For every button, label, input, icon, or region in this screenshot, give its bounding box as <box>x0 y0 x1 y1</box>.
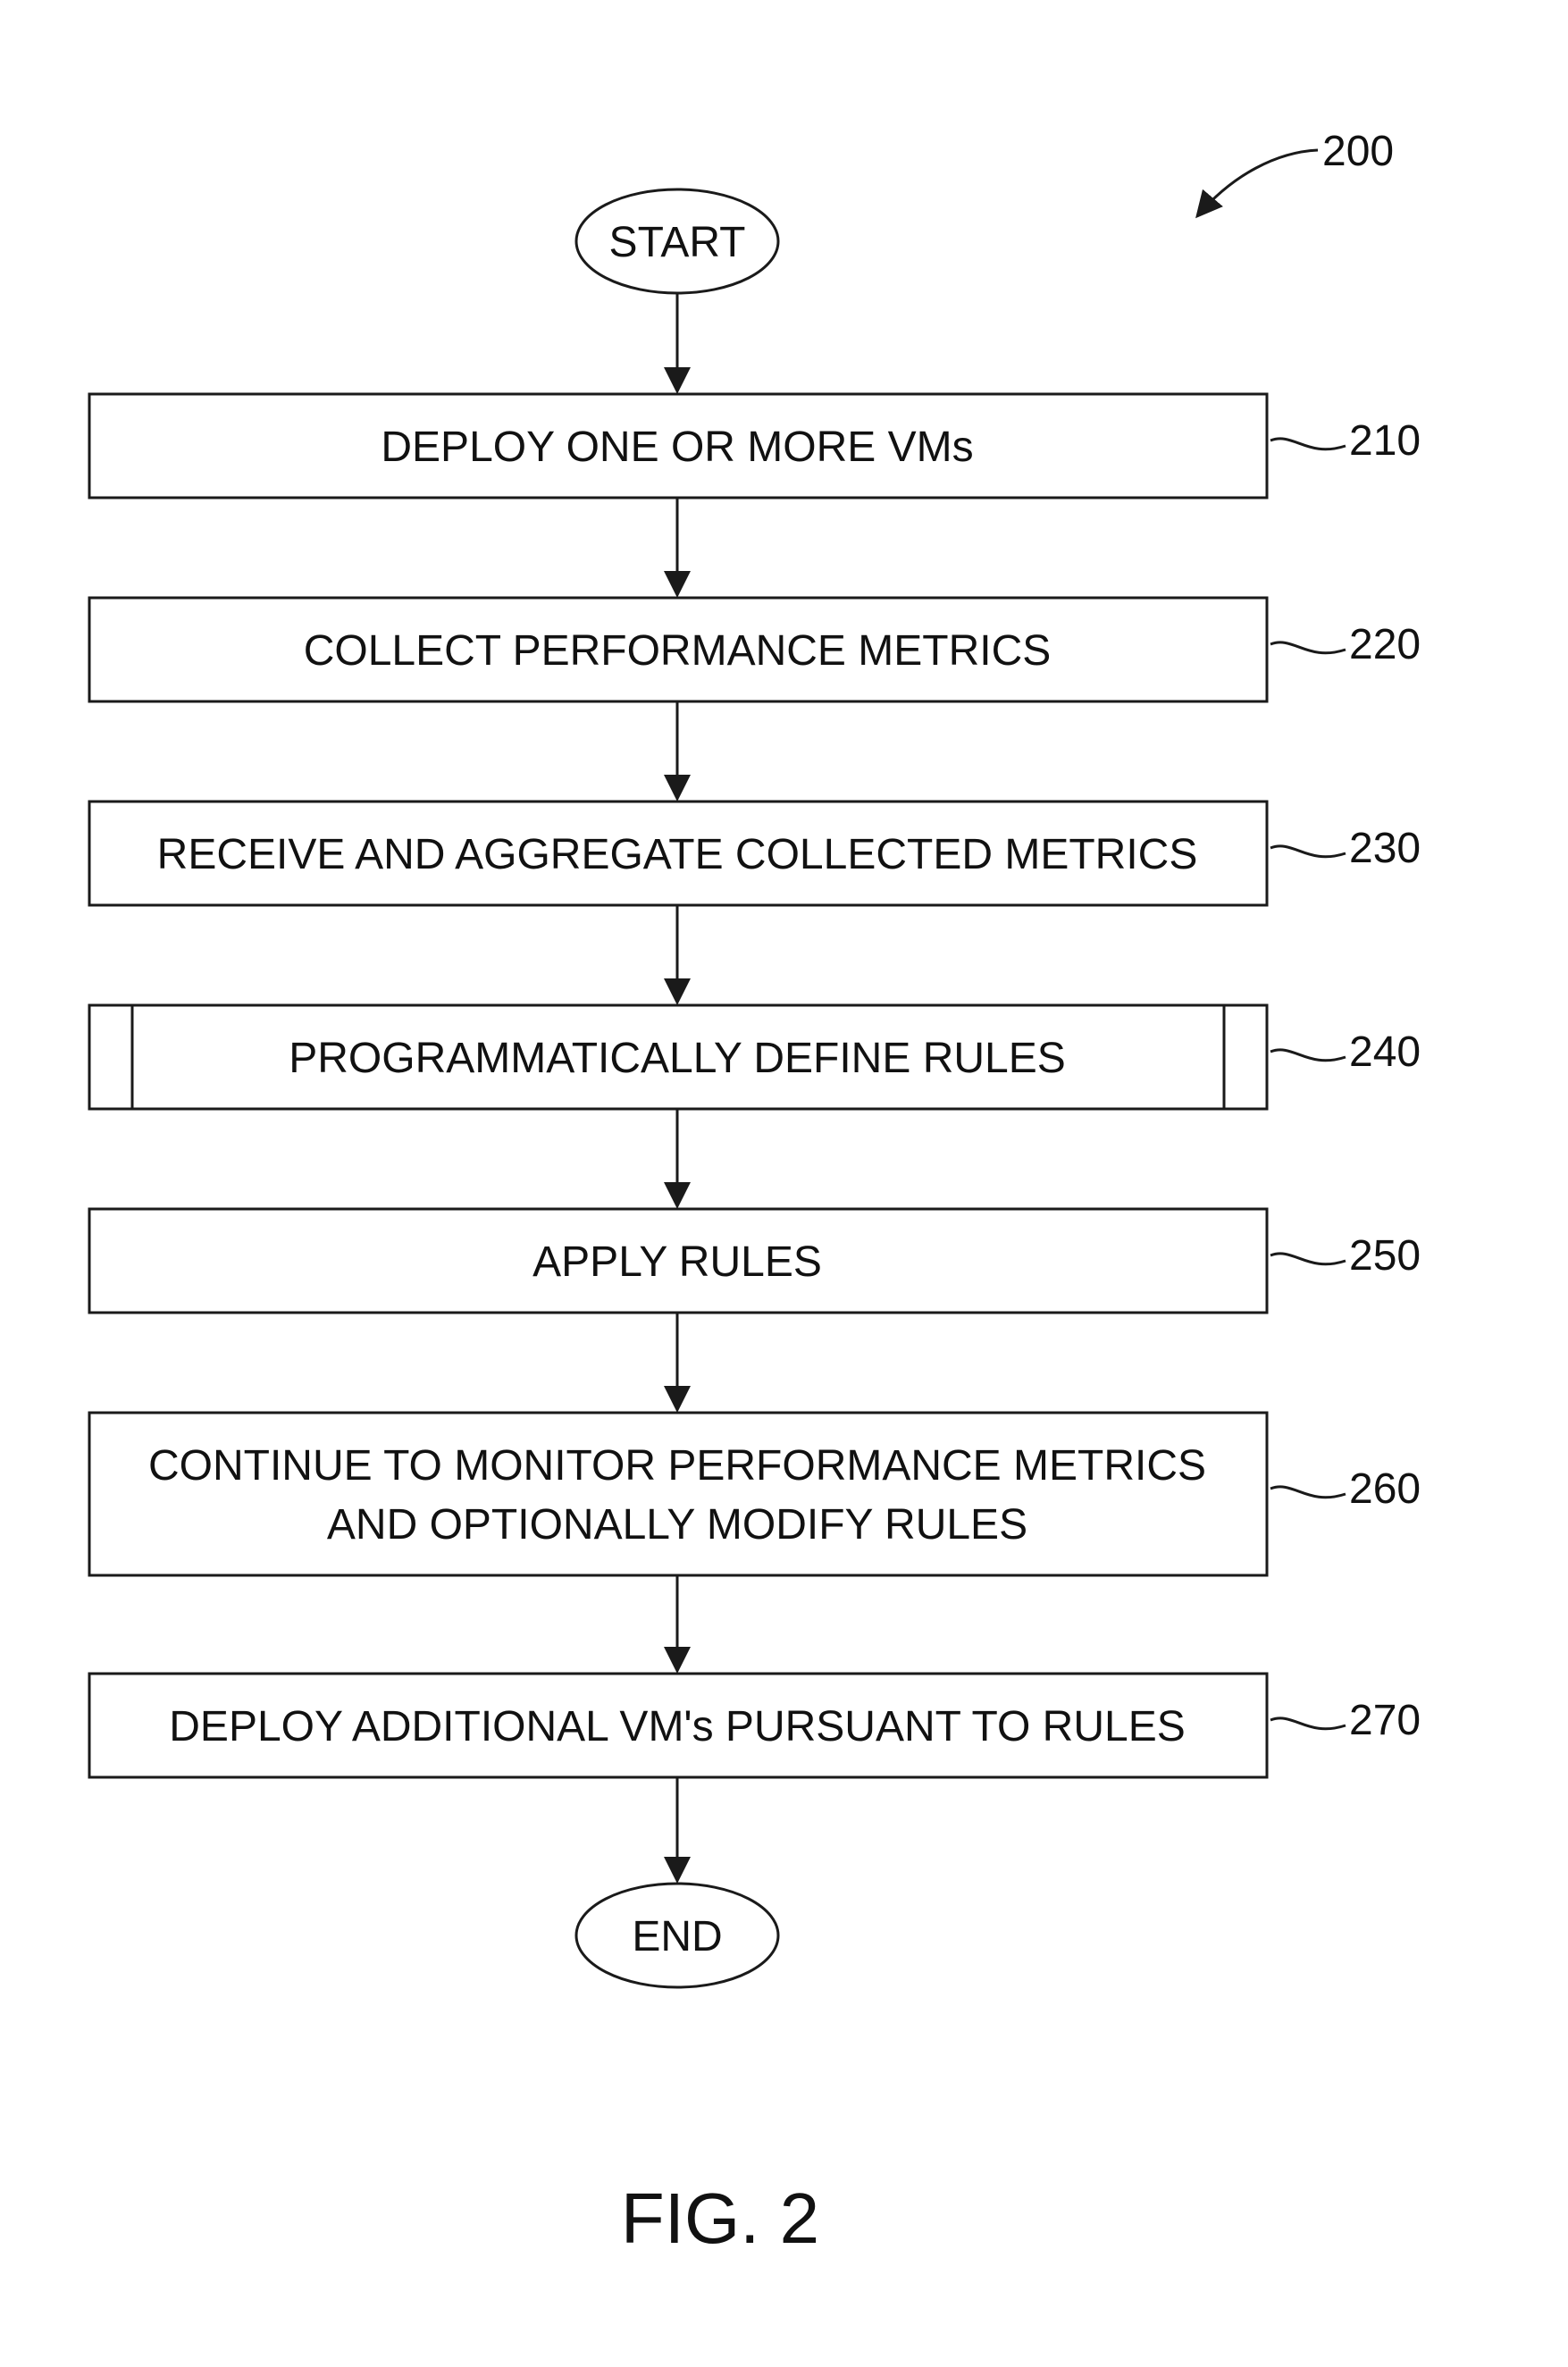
end-label: END <box>632 1913 722 1960</box>
ref-leader <box>1270 1718 1346 1729</box>
step-270: DEPLOY ADDITIONAL VM's PURSUANT TO RULES… <box>89 1674 1421 1777</box>
end-terminal: END <box>576 1884 778 1987</box>
step-250: APPLY RULES 250 <box>89 1209 1421 1313</box>
step-label: CONTINUE TO MONITOR PERFORMANCE METRICS <box>148 1442 1206 1490</box>
ref-leader <box>1270 1254 1346 1264</box>
start-label: START <box>609 219 746 266</box>
step-ref-number: 260 <box>1349 1465 1421 1513</box>
step-ref-number: 240 <box>1349 1028 1421 1076</box>
ref-leader <box>1270 439 1346 449</box>
figure-ref-number: 200 <box>1322 128 1394 175</box>
step-260: CONTINUE TO MONITOR PERFORMANCE METRICS A… <box>89 1413 1421 1575</box>
figure-caption: FIG. 2 <box>621 2178 819 2258</box>
step-label: COLLECT PERFORMANCE METRICS <box>304 627 1052 675</box>
step-ref-number: 250 <box>1349 1232 1421 1280</box>
step-240: PROGRAMMATICALLY DEFINE RULES 240 <box>89 1005 1421 1109</box>
step-label: AND OPTIONALLY MODIFY RULES <box>327 1501 1027 1549</box>
step-210: DEPLOY ONE OR MORE VMs 210 <box>89 394 1421 498</box>
step-label: PROGRAMMATICALLY DEFINE RULES <box>289 1035 1066 1082</box>
step-230: RECEIVE AND AGGREGATE COLLECTED METRICS 2… <box>89 802 1421 905</box>
step-ref-number: 230 <box>1349 825 1421 872</box>
process-steps: DEPLOY ONE OR MORE VMs 210COLLECT PERFORM… <box>89 394 1421 1777</box>
step-label: RECEIVE AND AGGREGATE COLLECTED METRICS <box>157 831 1198 878</box>
ref-leader <box>1270 1050 1346 1061</box>
step-ref-number: 220 <box>1349 621 1421 668</box>
start-terminal: START <box>576 189 778 293</box>
step-label: APPLY RULES <box>532 1238 822 1286</box>
step-label: DEPLOY ADDITIONAL VM's PURSUANT TO RULES <box>169 1703 1185 1750</box>
step-220: COLLECT PERFORMANCE METRICS 220 <box>89 598 1421 701</box>
step-ref-number: 210 <box>1349 417 1421 465</box>
ref-leader <box>1270 642 1346 653</box>
figure-ref-leader-arrow <box>1197 150 1318 216</box>
ref-leader <box>1270 846 1346 857</box>
ref-leader <box>1270 1487 1346 1498</box>
step-ref-number: 270 <box>1349 1697 1421 1744</box>
step-box <box>89 1413 1267 1575</box>
step-label: DEPLOY ONE OR MORE VMs <box>381 424 973 471</box>
